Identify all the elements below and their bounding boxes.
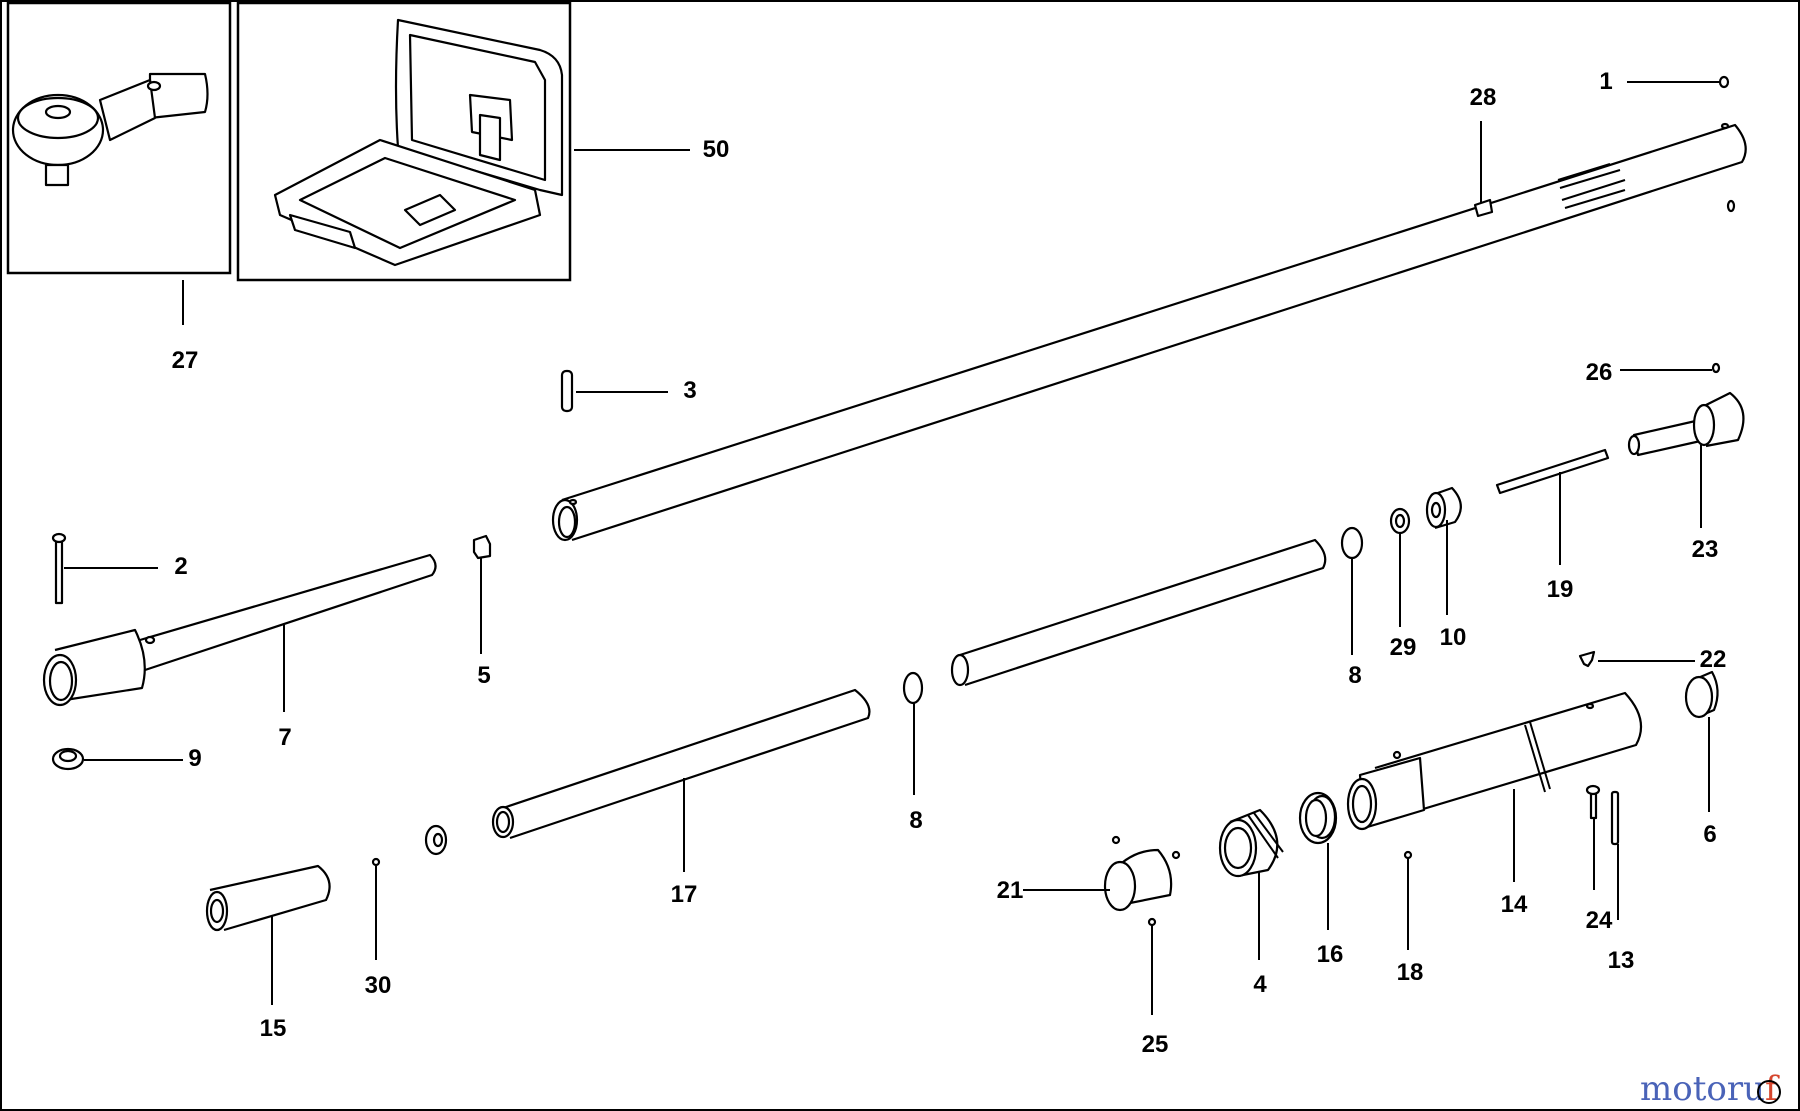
label-29: 29: [1390, 634, 1417, 661]
label-8-upper: 8: [1348, 662, 1361, 689]
label-27: 27: [172, 347, 199, 374]
part-3-pin: [560, 369, 574, 413]
part-9-nut: [51, 747, 85, 771]
part-10-collar: [1425, 486, 1462, 530]
label-13: 13: [1608, 947, 1635, 974]
label-19: 19: [1547, 576, 1574, 603]
part-small-screw: [1726, 199, 1736, 213]
part-main-tube: [551, 122, 1747, 542]
part-2-bolt: [51, 532, 67, 605]
watermark-text: motoruf: [1640, 1069, 1780, 1109]
label-50: 50: [703, 136, 730, 163]
part-4-sleeve: [1218, 808, 1284, 878]
part-17-tube: [491, 688, 871, 840]
label-18: 18: [1397, 959, 1424, 986]
label-1: 1: [1599, 68, 1612, 95]
label-8-lower: 8: [909, 807, 922, 834]
ratchet-head-icon: [11, 72, 209, 187]
label-25: 25: [1142, 1031, 1169, 1058]
part-1-screw: [1718, 75, 1730, 89]
part-8-disc-b: [1340, 526, 1364, 560]
label-14: 14: [1501, 891, 1528, 918]
label-24: 24: [1586, 907, 1613, 934]
label-30: 30: [365, 972, 392, 999]
label-26: 26: [1586, 359, 1613, 386]
part-ball-b: [1171, 850, 1181, 860]
label-4: 4: [1253, 971, 1267, 998]
label-3: 3: [683, 377, 696, 404]
part-ball-a: [1111, 835, 1121, 845]
part-30-ball: [371, 857, 381, 867]
callout-labels: 1 2 3 4 5 6 7 8 8 9 10 13 14 15 16 17 18…: [172, 68, 1727, 1058]
part-15-grip: [205, 864, 331, 932]
part-29-washer: [1389, 507, 1411, 535]
part-middle-tube: [950, 538, 1327, 687]
part-22-screw: [1578, 650, 1596, 668]
label-22: 22: [1700, 646, 1727, 673]
label-23: 23: [1692, 536, 1719, 563]
label-2: 2: [174, 553, 187, 580]
part-19-rod: [1495, 448, 1610, 495]
part-16-ring: [1298, 791, 1338, 845]
label-9: 9: [188, 745, 201, 772]
part-5-block: [472, 534, 492, 560]
part-14-housing: [1346, 691, 1643, 831]
part-7-handle: [42, 553, 437, 707]
leader-lines: [64, 81, 1720, 1015]
label-21: 21: [997, 877, 1024, 904]
part-24-bolt: [1585, 784, 1601, 820]
copyright-icon: [1757, 1080, 1781, 1104]
part-25-ball: [1147, 917, 1157, 927]
label-15: 15: [260, 1015, 287, 1042]
part-23-shaft: [1627, 391, 1745, 457]
carry-case-icon: [273, 18, 564, 267]
part-small-ball: [1392, 750, 1402, 760]
label-5: 5: [477, 662, 490, 689]
part-plug: [424, 824, 448, 856]
part-8-disc-a: [902, 671, 924, 705]
part-26-screw: [1711, 362, 1721, 374]
inset-case-box: [236, 1, 572, 282]
label-6: 6: [1703, 821, 1716, 848]
label-10: 10: [1440, 624, 1467, 651]
label-16: 16: [1317, 941, 1344, 968]
label-7: 7: [278, 724, 291, 751]
part-13-pin: [1610, 790, 1620, 846]
inset-ratchet-box: [6, 1, 232, 275]
part-21-nose: [1103, 848, 1173, 912]
part-18-ball: [1403, 850, 1413, 860]
watermark-logo: motoruf: [1640, 1069, 1781, 1109]
part-6-cap: [1684, 670, 1719, 719]
label-28: 28: [1470, 84, 1497, 111]
label-17: 17: [671, 881, 698, 908]
